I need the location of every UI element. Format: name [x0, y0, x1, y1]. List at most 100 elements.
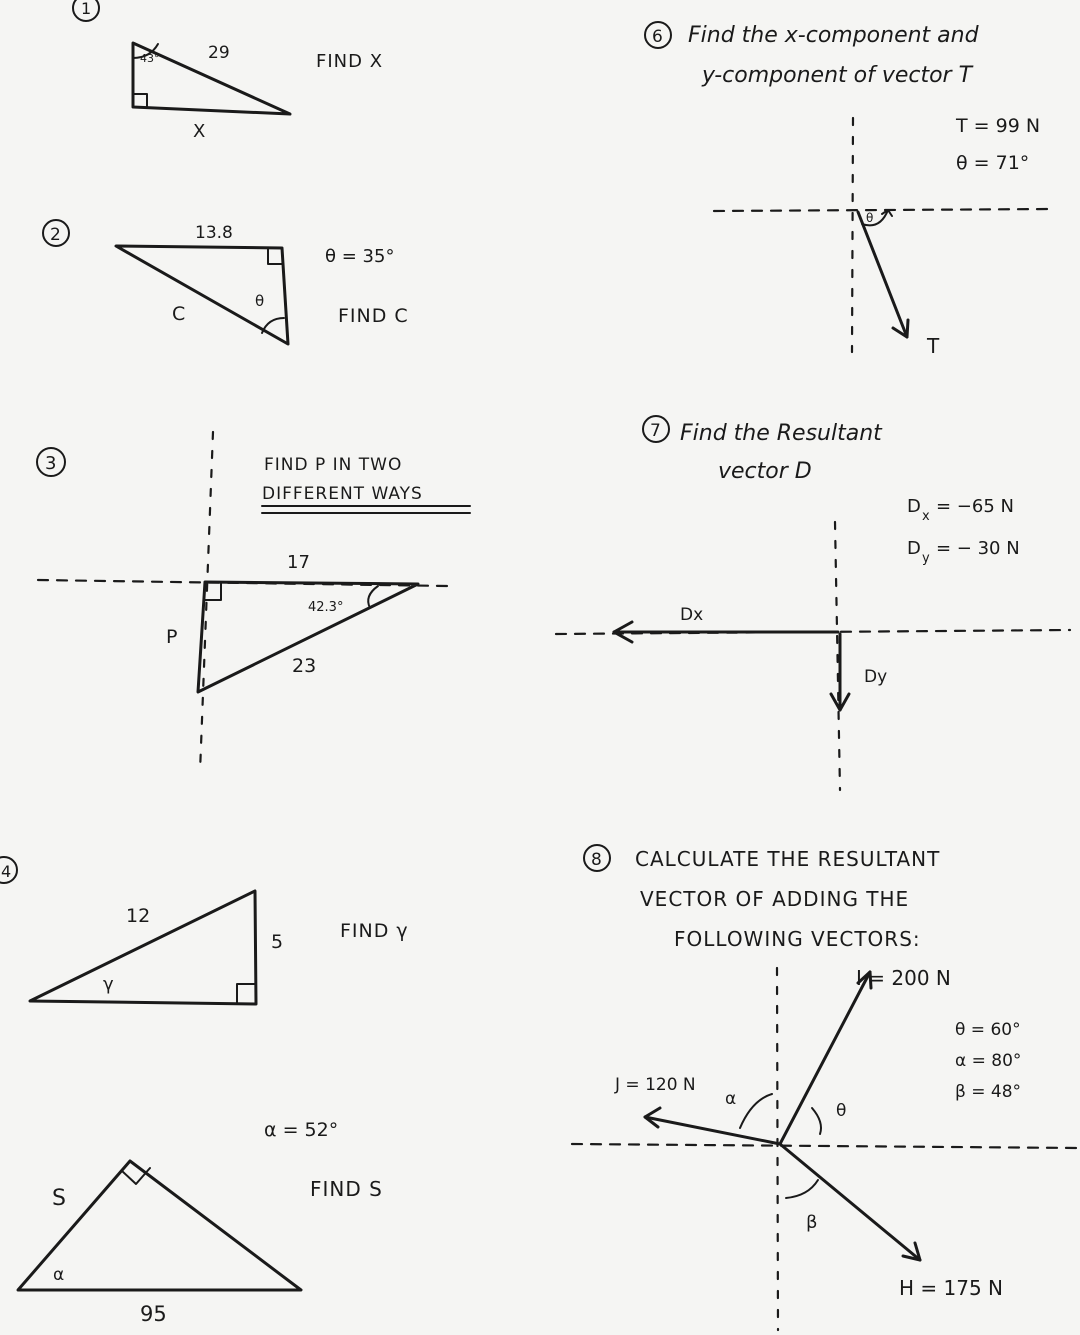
problem-number: 2 [50, 225, 61, 245]
vector-H-head [901, 1241, 922, 1262]
dx-label: Dx [680, 605, 703, 625]
given-2-value: = − 30 N [936, 538, 1020, 559]
problem-number: 1 [81, 0, 91, 18]
alpha-arc [739, 1093, 773, 1129]
vector-J-head [643, 1106, 662, 1129]
given-1-value: = −65 N [936, 496, 1014, 517]
triangle [131, 41, 292, 116]
given-1-sub: x [922, 509, 930, 524]
triangle [196, 580, 420, 694]
vector-H [778, 1142, 922, 1262]
given-2: α = 80° [955, 1051, 1021, 1071]
angle-arc [132, 43, 159, 59]
given-1: θ = 60° [955, 1020, 1021, 1040]
y-axis-dashed [850, 116, 855, 354]
alpha-symbol: α [725, 1089, 736, 1109]
vector-I [778, 970, 872, 1146]
problem-number: 4 [1, 862, 11, 881]
task-line-2: y-component of vector T [701, 63, 974, 88]
vector-I-head [856, 970, 873, 990]
hyp-label: 12 [126, 905, 150, 927]
problem-6: 6 Find the x-component and y-component o… [644, 21, 1054, 358]
theta-symbol: θ [836, 1101, 846, 1121]
right-angle-mark [267, 247, 283, 265]
dy-label: Dy [864, 667, 887, 687]
angle-arc [861, 209, 889, 227]
task-label: FIND X [316, 51, 383, 72]
angle-symbol: θ [255, 292, 264, 310]
angle-arc-arrow [881, 209, 893, 217]
given-2-symbol: D [907, 538, 921, 559]
vector-label: T [926, 334, 940, 358]
problem-2: 2 13.8 C θ θ = 35° FIND C [42, 219, 409, 346]
problem-number-circle [42, 219, 70, 247]
given-label: α = 52° [264, 1119, 338, 1141]
side-label: S [52, 1186, 66, 1211]
angle-arc [367, 585, 379, 609]
right-angle-mark [132, 93, 148, 108]
problem-number: 3 [45, 453, 56, 474]
hyp-label: C [172, 303, 185, 325]
given-label: θ = 35° [325, 246, 394, 267]
vector-T-head [891, 318, 910, 339]
y-axis-dashed [833, 520, 842, 792]
problem-number-circle [583, 844, 611, 872]
problem-4: 4 12 5 γ FIND γ [0, 856, 409, 1006]
hyp-label: 23 [292, 655, 316, 677]
vector-J-label: J = 120 N [614, 1075, 696, 1095]
problem-number: 7 [650, 421, 661, 441]
task-line-1: Find the x-component and [688, 23, 980, 48]
task-line-2: DIFFERENT WAYS [262, 484, 423, 504]
beta-symbol: β [806, 1212, 818, 1233]
angle-arc [261, 317, 285, 334]
angle-symbol: γ [103, 974, 114, 995]
angle-symbol: θ [866, 211, 873, 225]
problem-number: 6 [652, 27, 663, 47]
given-3: β = 48° [955, 1082, 1021, 1102]
beta-arc [785, 1179, 819, 1199]
vector-Dy-head [829, 692, 851, 712]
problem-5: S 95 α α = 52° FIND S [16, 1119, 383, 1326]
right-angle-mark [121, 1167, 151, 1185]
top-label: 13.8 [195, 223, 233, 243]
vector-T [856, 210, 909, 339]
right-angle-mark [204, 582, 222, 601]
given-1: T = 99 N [955, 115, 1040, 137]
problem-7: 7 Find the Resultant vector D D x = −65 … [554, 415, 1072, 792]
problem-number-circle [644, 21, 672, 49]
given-2: θ = 71° [956, 152, 1029, 174]
angle-label: 42.3° [308, 600, 343, 615]
theta-arc [811, 1107, 822, 1135]
task-label: FIND γ [340, 920, 409, 942]
triangle [28, 889, 258, 1006]
top-label: 17 [287, 552, 310, 573]
problem-number-circle [642, 415, 670, 443]
task-label: FIND S [310, 1177, 383, 1201]
y-axis-dashed [775, 966, 780, 1332]
triangle [16, 1159, 303, 1292]
task-label: FIND C [338, 305, 409, 327]
base-label: 95 [140, 1302, 167, 1326]
hyp-label: 29 [208, 43, 230, 63]
problem-3: 3 17 42.3° 23 P FIND P IN TWO DIFFERENT … [36, 430, 471, 774]
task-line-3: FOLLOWING VECTORS: [674, 927, 921, 951]
vector-I-label: I = 200 N [856, 966, 951, 990]
task-line-1: CALCULATE THE RESULTANT [635, 847, 940, 871]
problem-1: 1 43° 29 X FIND X [72, 0, 383, 142]
problem-number-circle [72, 0, 100, 22]
side-label: P [166, 626, 177, 648]
x-axis-dashed [712, 207, 1054, 213]
angle-label: 43° [140, 52, 160, 65]
side-label: X [193, 121, 205, 142]
problem-number: 8 [591, 850, 602, 870]
vector-H-label: H = 175 N [899, 1276, 1003, 1300]
problem-number-circle [36, 447, 66, 477]
x-axis-dashed [570, 1142, 1080, 1150]
problem-number-circle [0, 856, 18, 884]
triangle [114, 244, 290, 346]
problem-8: 8 CALCULATE THE RESULTANT VECTOR OF ADDI… [570, 844, 1080, 1332]
right-angle-mark [236, 983, 256, 1005]
given-2-sub: y [922, 551, 930, 566]
